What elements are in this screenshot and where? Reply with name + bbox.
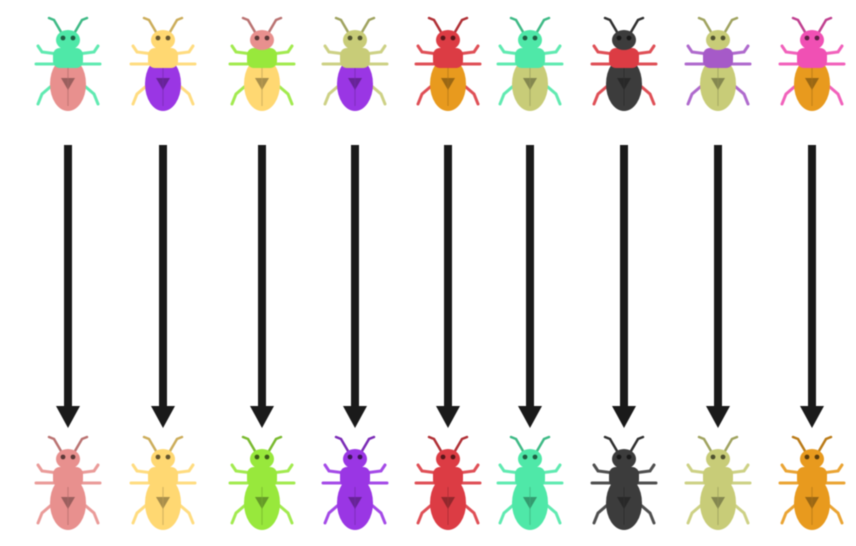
beetle-bottom-1: [36, 437, 100, 530]
beetle-top-1: [36, 18, 100, 111]
arrow-9: [800, 145, 824, 428]
beetle-top-5: [416, 18, 480, 111]
arrow-4: [343, 145, 367, 428]
beetle-top-7: [592, 18, 656, 111]
arrow-1: [56, 145, 80, 428]
beetle-bottom-9: [780, 437, 844, 530]
beetle-top-9: [780, 18, 844, 111]
arrow-2: [151, 145, 175, 428]
beetle-bottom-2: [131, 437, 195, 530]
beetle-bottom-4: [323, 437, 387, 530]
beetle-bottom-3: [230, 437, 294, 530]
beetle-top-8: [686, 18, 750, 111]
arrow-8: [706, 145, 730, 428]
beetle-top-2: [131, 18, 195, 111]
beetle-top-3: [230, 18, 294, 111]
beetle-bottom-8: [686, 437, 750, 530]
arrow-5: [436, 145, 460, 428]
beetle-top-6: [498, 18, 562, 111]
beetle-bottom-7: [592, 437, 656, 530]
arrow-7: [612, 145, 636, 428]
beetle-top-4: [323, 18, 387, 111]
arrow-6: [518, 145, 542, 428]
beetle-bottom-5: [416, 437, 480, 530]
arrow-3: [250, 145, 274, 428]
beetle-bottom-6: [498, 437, 562, 530]
